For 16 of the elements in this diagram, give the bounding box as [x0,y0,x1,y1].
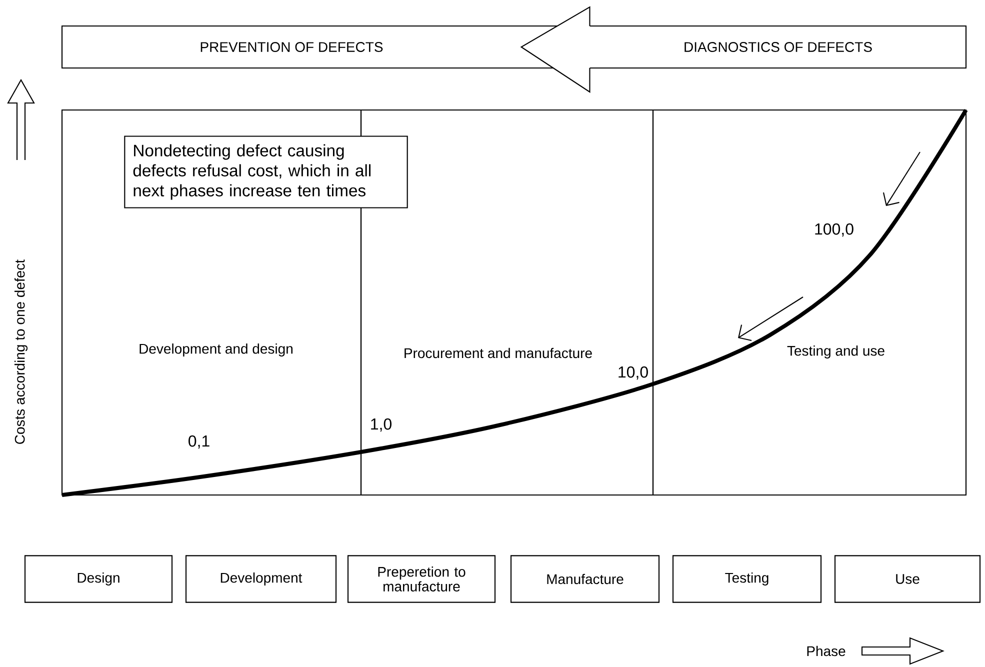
hollow-arrow [520,6,590,93]
value-label: 0,1 [188,435,210,449]
axis-label: Costs according to one defect [14,260,28,444]
banner-box: DIAGNOSTICS OF DEFECTS [590,25,967,69]
note-box: Nondetecting defect causing defects refusal cost, which in all next phases increase ten times [124,136,408,208]
value-label: 100,0 [815,223,854,237]
phase-box: Preperetion to manufacture [347,555,496,603]
phase-box: Use [834,555,981,603]
banner-box: PREVENTION OF DEFECTS [61,25,590,69]
value-label: 10,0 [618,366,648,380]
phase-box: Testing [672,555,822,603]
phase-box: Manufacture [510,555,660,603]
phase-box: Development [185,555,337,603]
phase-box: Design [24,555,173,603]
value-label: 1,0 [371,418,392,432]
axis-label: Phase [807,646,846,656]
